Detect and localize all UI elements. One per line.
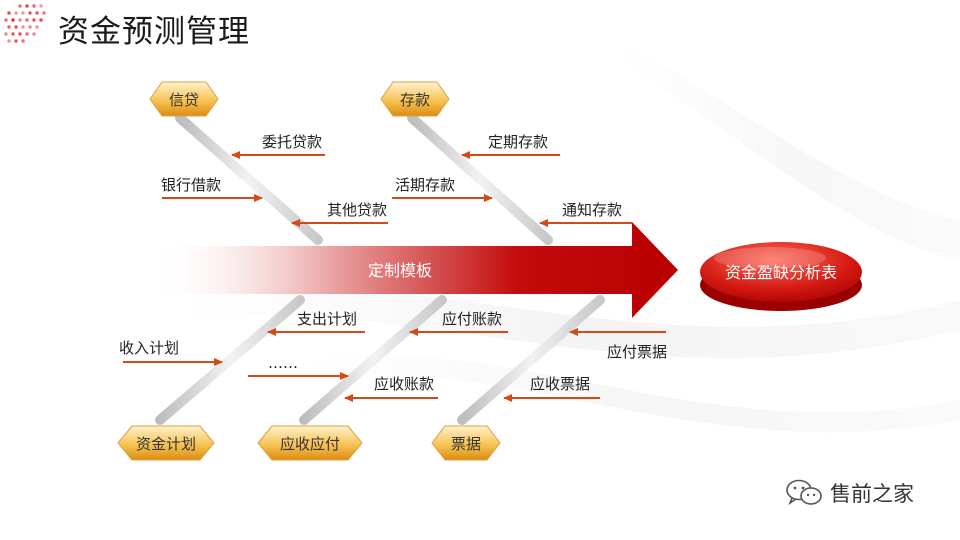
- logo-dot: [25, 18, 28, 21]
- logo-dot: [35, 11, 38, 14]
- logo-dot: [21, 39, 24, 42]
- category-label: 应收应付: [280, 435, 340, 453]
- branch-label: 应收账款: [374, 375, 434, 393]
- logo-dot: [18, 4, 21, 7]
- page-title: 资金预测管理: [58, 6, 250, 51]
- logo-dot: [32, 32, 35, 35]
- branch-label: 应付票据: [607, 343, 667, 361]
- branch-label: 收入计划: [119, 339, 179, 357]
- logo-dot: [7, 25, 10, 28]
- category-label: 信贷: [169, 91, 199, 109]
- category-yingshouyingfu: 应收应付: [258, 426, 362, 460]
- category-xindai: 信贷: [150, 82, 218, 116]
- branch-label: 通知存款: [562, 201, 622, 219]
- logo-dot: [25, 32, 28, 35]
- branch-label: 应付账款: [442, 310, 502, 328]
- logo-dot: [32, 4, 35, 7]
- logo-dot: [32, 18, 35, 21]
- category-piaoju: 票据: [432, 426, 500, 460]
- logo-dot: [28, 11, 31, 14]
- logo-dot: [11, 18, 14, 21]
- branch-label: 委托贷款: [262, 133, 322, 151]
- corner-dots-logo: [4, 4, 45, 42]
- category-zijinjihua: 资金计划: [118, 426, 214, 460]
- logo-dot: [42, 11, 45, 14]
- logo-dot: [35, 25, 38, 28]
- logo-dot: [11, 32, 14, 35]
- spine-label: 定制模板: [368, 261, 432, 280]
- branch-label: 定期存款: [488, 133, 548, 151]
- branch-label: 其他贷款: [327, 201, 387, 219]
- logo-dot: [21, 11, 24, 14]
- category-label: 存款: [400, 91, 430, 109]
- wechat-icon: [784, 478, 824, 508]
- background-swoosh: [180, 40, 960, 432]
- target-oval: 资金盈缺分析表: [700, 242, 862, 311]
- logo-dot: [14, 39, 17, 42]
- logo-dot: [21, 25, 24, 28]
- logo-dot: [28, 25, 31, 28]
- logo-dot: [4, 18, 7, 21]
- branch-label: 银行借款: [161, 176, 221, 194]
- logo-dot: [18, 32, 21, 35]
- logo-dot: [25, 4, 28, 7]
- branch-label: 活期存款: [395, 176, 455, 194]
- watermark: 售前之家: [784, 478, 914, 508]
- logo-dot: [14, 11, 17, 14]
- logo-dot: [14, 25, 17, 28]
- logo-dot: [7, 39, 10, 42]
- branch-label: 支出计划: [297, 310, 357, 328]
- logo-dot: [39, 18, 42, 21]
- branch-label: ……: [268, 354, 298, 372]
- branch-label: 应收票据: [530, 375, 590, 393]
- category-cunkuan: 存款: [381, 82, 449, 116]
- target-label: 资金盈缺分析表: [725, 263, 837, 282]
- logo-dot: [7, 11, 10, 14]
- watermark-text: 售前之家: [830, 478, 914, 508]
- category-label: 票据: [451, 435, 481, 453]
- logo-dot: [18, 18, 21, 21]
- logo-dot: [39, 4, 42, 7]
- logo-dot: [4, 32, 7, 35]
- category-label: 资金计划: [136, 435, 196, 453]
